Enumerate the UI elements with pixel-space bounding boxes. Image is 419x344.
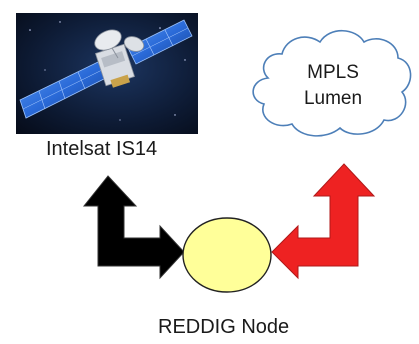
satellite-body (94, 43, 136, 88)
node-label: REDDIG Node (158, 316, 290, 338)
cloud-line-2: Lumen (303, 88, 363, 109)
arrow-to-satellite (82, 175, 185, 280)
cloud-line-1: MPLS (307, 62, 359, 83)
reddig-node-circle (182, 217, 272, 293)
satellite-label: Intelsat IS14 (46, 138, 158, 160)
solar-panel-right (127, 19, 193, 65)
arrow-to-cloud (271, 163, 376, 280)
mpls-cloud-label: MPLS Lumen (258, 60, 408, 112)
